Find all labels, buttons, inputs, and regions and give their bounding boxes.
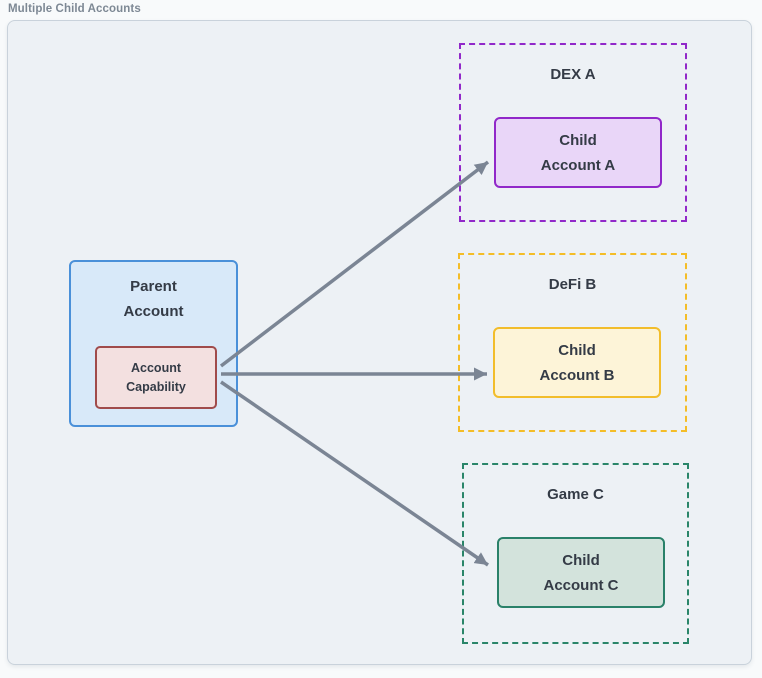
account-capability-label: Account Capability: [126, 360, 186, 394]
child-account-b-label: Child Account B: [539, 341, 615, 384]
account-capability-node: Account Capability: [95, 346, 217, 409]
group-game-c: Game C Child Account C: [462, 463, 689, 644]
group-dex-a-label: DEX A: [550, 66, 596, 83]
child-account-c-node: Child Account C: [497, 537, 665, 608]
child-account-b-node: Child Account B: [493, 327, 661, 398]
group-defi-b-label: DeFi B: [548, 276, 597, 293]
child-account-c-label: Child Account C: [543, 551, 619, 594]
group-dex-a: DEX A Child Account A: [459, 43, 687, 222]
group-game-c-label: Game C: [547, 486, 604, 503]
group-defi-b: DeFi B Child Account B: [458, 253, 687, 432]
parent-account-node: Parent Account Account Capability: [69, 260, 238, 427]
page-title: Multiple Child Accounts: [8, 3, 141, 15]
child-account-a-label: Child Account A: [540, 131, 616, 174]
child-account-a-node: Child Account A: [494, 117, 662, 188]
parent-account-label: Parent Account: [123, 278, 184, 320]
